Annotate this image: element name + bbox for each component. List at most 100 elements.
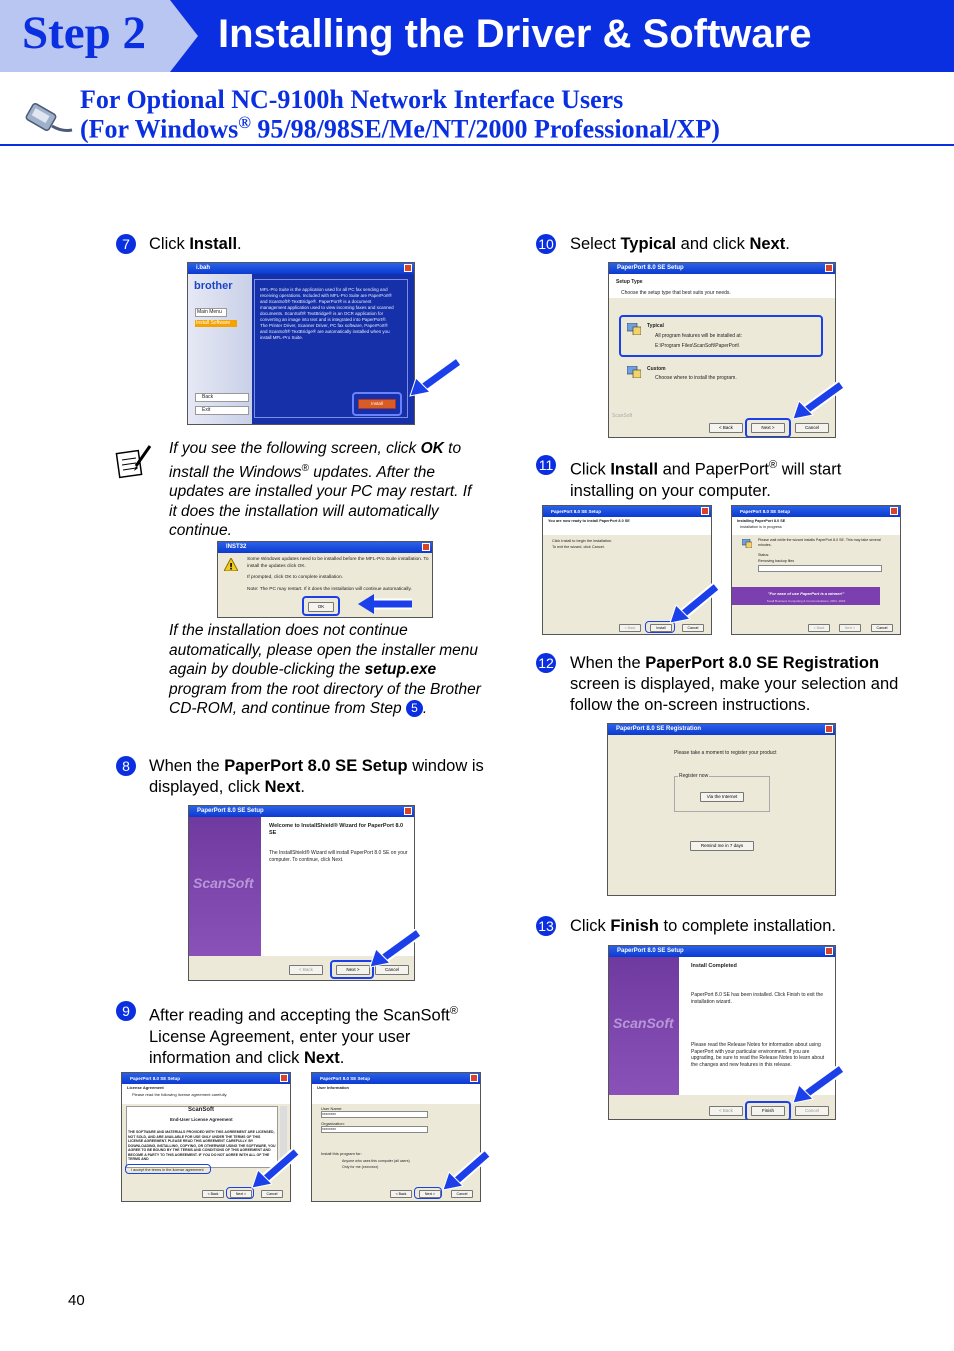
back-button[interactable]: < Back [289,965,323,975]
typical-radio[interactable]: Typical [647,323,664,329]
organization-label: Organization: [321,1121,345,1126]
step-10-text: Select Typical and click Next. [570,235,790,253]
cancel-button[interactable]: Cancel [795,423,829,433]
step-number-badge: 13 [536,916,556,936]
license-eula-title: End-User License Agreement [170,1117,233,1122]
via-internet-button[interactable]: Via the Internet [700,792,744,802]
window-titlebar: INST32 [218,542,432,553]
footer-brand: ScanSoft [612,413,633,419]
close-icon [404,264,412,272]
step-number-badge: 8 [116,756,136,776]
menu-install-software[interactable]: Install Software [195,320,237,327]
computer-icon [627,366,641,378]
window-titlebar: PaperPort 8.0 SE Setup [543,506,711,517]
subtitle-line-2: (For Windows® 95/98/98SE/Me/NT/2000 Prof… [80,113,720,144]
next-button[interactable]: Next > [751,423,785,433]
close-icon [890,507,898,515]
back-button[interactable]: < Back [619,624,641,632]
close-icon [422,543,430,551]
back-button[interactable]: < Back [202,1190,224,1198]
cancel-button[interactable]: Cancel [261,1190,283,1198]
all-users-radio[interactable]: Anyone who uses this computer (all users… [342,1159,410,1163]
ready-heading: You are now ready to install PaperPort 8… [548,519,630,523]
step-number-badge: 9 [116,1001,136,1021]
next-button[interactable]: Next > [839,624,861,632]
pointer-arrow-icon [409,358,462,397]
highlight-box [645,621,675,633]
highlight-box [745,418,791,437]
setup-type-heading: Setup Type [616,279,643,285]
promo-source: Small Business Computing & Communication… [766,599,846,603]
ok-button[interactable]: OK [308,602,334,612]
pointer-arrow-icon [369,929,422,968]
computer-icon [627,323,641,335]
cancel-button[interactable]: Cancel [871,624,893,632]
step-7-text: Click Install. [149,235,242,253]
warning-icon: ! [224,558,238,571]
organization-field[interactable]: xxxxxxxx [321,1126,428,1133]
promo-banner [732,587,880,605]
userinfo-heading: User Information [317,1085,350,1090]
finish-heading: Install Completed [691,963,737,969]
license-agreement-screenshot: PaperPort 8.0 SE Setup License Agreement… [121,1072,291,1202]
cancel-button[interactable]: Cancel [795,1106,829,1116]
cancel-button[interactable]: Cancel [682,624,704,632]
setup-type-sub: Choose the setup type that best suits yo… [621,290,731,296]
license-heading: License Agreement [127,1085,164,1090]
next-button[interactable]: Next > [336,965,370,975]
step-label: Step 2 [22,7,147,59]
pointer-arrow-icon [792,381,845,420]
pointer-arrow-icon [251,1148,300,1189]
step-12-text: When the PaperPort 8.0 SE Registration s… [570,654,899,714]
brother-description: MFL-Pro Suite is the application used fo… [260,287,394,340]
finish-button[interactable]: Finish [751,1106,785,1116]
promo-quote: "For ease of use PaperPort is a winner!" [767,591,845,596]
license-sub: Please read the following license agreem… [132,1092,228,1097]
accept-radio[interactable]: I accept the terms in the license agreem… [131,1168,204,1172]
cancel-button[interactable]: Cancel [451,1190,473,1198]
install-button[interactable]: Install [358,399,396,409]
subtitle-line-1: For Optional NC-9100h Network Interface … [80,85,624,114]
installing-wait: Please wait while the wizard installs Pa… [758,538,881,547]
username-field[interactable]: xxxxxxxx [321,1111,428,1118]
next-button[interactable]: Next > [230,1190,252,1198]
window-titlebar: PaperPort 8.0 SE Registration [608,724,835,735]
only-me-radio[interactable]: Only for me (xxxxxxxx) [342,1165,379,1169]
exit-button[interactable]: Exit [195,406,249,415]
menu-main[interactable]: Main Menu [195,308,227,317]
next-button[interactable]: Next > [419,1190,441,1198]
window-titlebar: PaperPort 8.0 SE Setup [122,1073,290,1084]
finish-text-1: PaperPort 8.0 SE has been installed. Cli… [691,992,824,1005]
page-title: Installing the Driver & Software [218,12,812,56]
step-number-badge: 11 [536,455,556,475]
username-label: User Name: [321,1106,343,1111]
back-button[interactable]: < Back [709,423,743,433]
cancel-button[interactable]: Cancel [375,965,409,975]
scrollbar[interactable] [280,1106,287,1166]
remind-me-button[interactable]: Remind me in 7 days [690,841,754,851]
pointer-arrow-icon [442,1150,491,1191]
close-icon [825,725,833,733]
inst32-line-2: If prompted, click OK to complete instal… [247,575,343,580]
highlight-box [619,315,823,357]
window-titlebar: PaperPort 8.0 SE Setup [609,946,835,957]
inst32-line-1: Some Windows updates need to be installe… [247,557,429,569]
custom-desc: Choose where to install the program. [655,375,737,381]
status-value: Removing backup files [758,559,795,563]
scansoft-banner: ScanSoft [189,817,261,956]
back-button[interactable]: < Back [808,624,830,632]
progress-bar [758,565,882,572]
svg-text:!: ! [229,563,233,572]
installing-sub: Installation is in progress [740,525,782,529]
highlight-box [352,392,402,416]
close-icon [825,264,833,272]
back-button[interactable]: < Back [390,1190,412,1198]
back-button[interactable]: Back [195,393,249,402]
brother-logo: brother [194,280,233,292]
finish-text-2: Please read the Release Notes for inform… [691,1042,825,1068]
custom-radio[interactable]: Custom [647,366,666,372]
install-button[interactable]: Install [650,624,672,632]
close-icon [470,1074,478,1082]
back-button[interactable]: < Back [709,1106,743,1116]
step-tab [0,0,198,72]
